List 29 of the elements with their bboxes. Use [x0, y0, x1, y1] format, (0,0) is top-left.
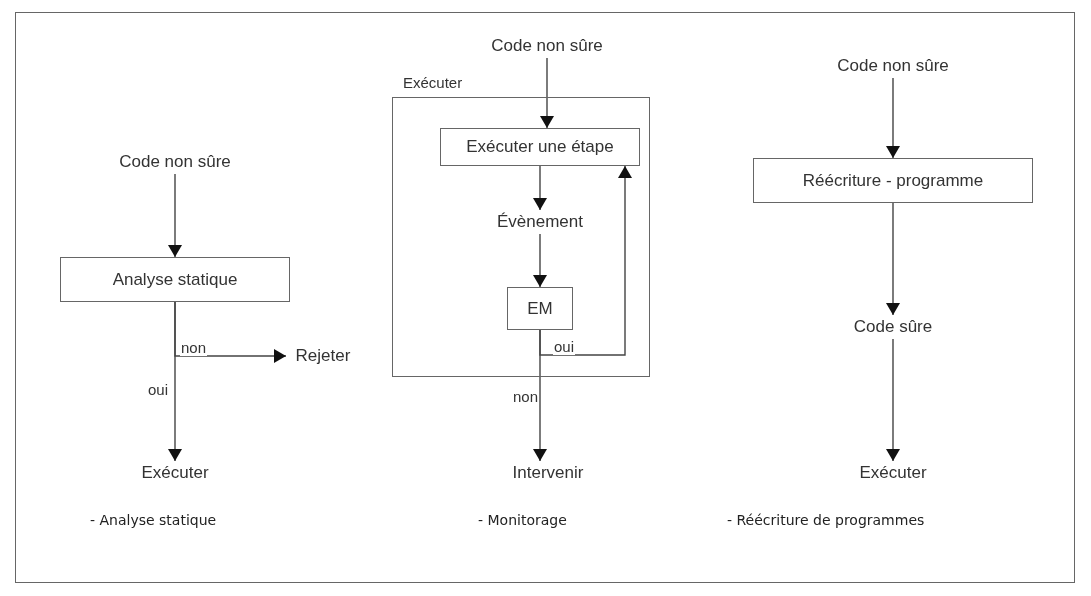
flow-text: Code non sûre [477, 34, 617, 58]
edge-label: oui [147, 382, 170, 398]
arrow [533, 165, 547, 211]
flow-text: Code non sûre [105, 150, 245, 174]
process-box: Exécuter une étape [440, 128, 640, 166]
arrow [168, 173, 182, 258]
arrow [533, 329, 547, 462]
flow-text: Évènement [490, 210, 590, 234]
edge-label: oui [553, 339, 576, 355]
process-box: Réécriture - programme [753, 158, 1033, 203]
arrow [168, 301, 182, 462]
arrow [539, 165, 632, 356]
flow-text: Exécuter [135, 461, 215, 485]
caption-text: - Monitorage [478, 512, 567, 528]
arrow [533, 233, 547, 288]
flow-text: Exécuter [853, 461, 933, 485]
process-box: EM [507, 287, 573, 330]
flow-text: Intervenir [503, 461, 593, 485]
process-box: Analyse statique [60, 257, 290, 302]
arrow [886, 338, 900, 462]
caption-text: - Réécriture de programmes [727, 512, 925, 528]
caption-text: - Analyse statique [90, 512, 217, 528]
flow-text: Code sûre [843, 315, 943, 339]
arrow [886, 202, 900, 316]
flow-text: Rejeter [286, 344, 360, 368]
flow-text: Code non sûre [823, 54, 963, 78]
group-heading: Exécuter [403, 74, 463, 91]
arrow [540, 57, 554, 129]
arrow [886, 77, 900, 159]
